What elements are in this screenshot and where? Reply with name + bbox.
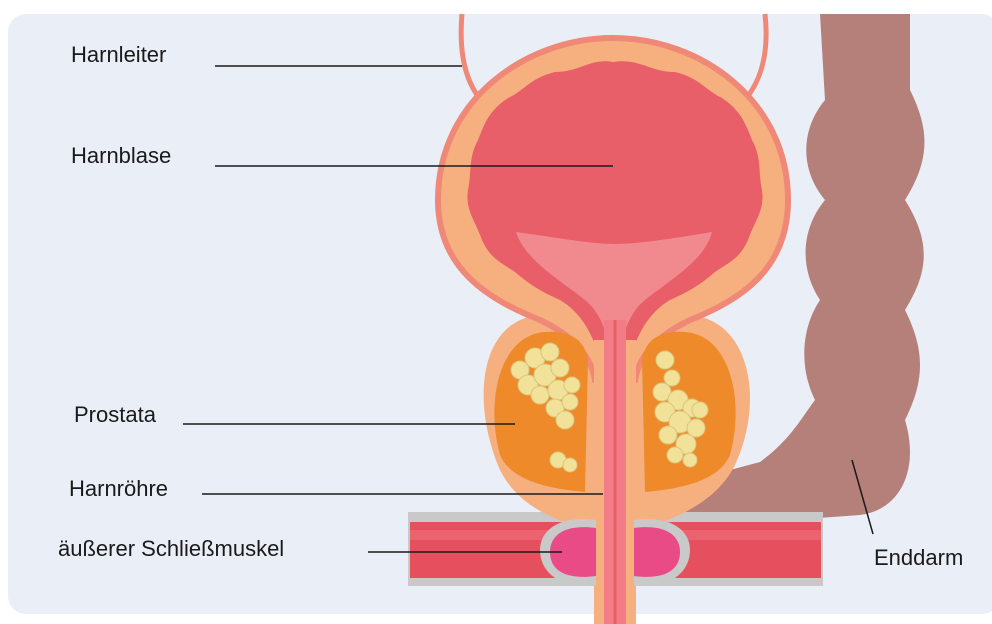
label-harnblase: Harnblase — [71, 145, 171, 167]
label-enddarm: Enddarm — [874, 547, 963, 569]
label-harnleiter: Harnleiter — [71, 44, 166, 66]
label-harnroehre: Harnröhre — [69, 478, 168, 500]
label-schliessmuskel: äußerer Schließmuskel — [58, 538, 284, 560]
label-prostata: Prostata — [74, 404, 156, 426]
